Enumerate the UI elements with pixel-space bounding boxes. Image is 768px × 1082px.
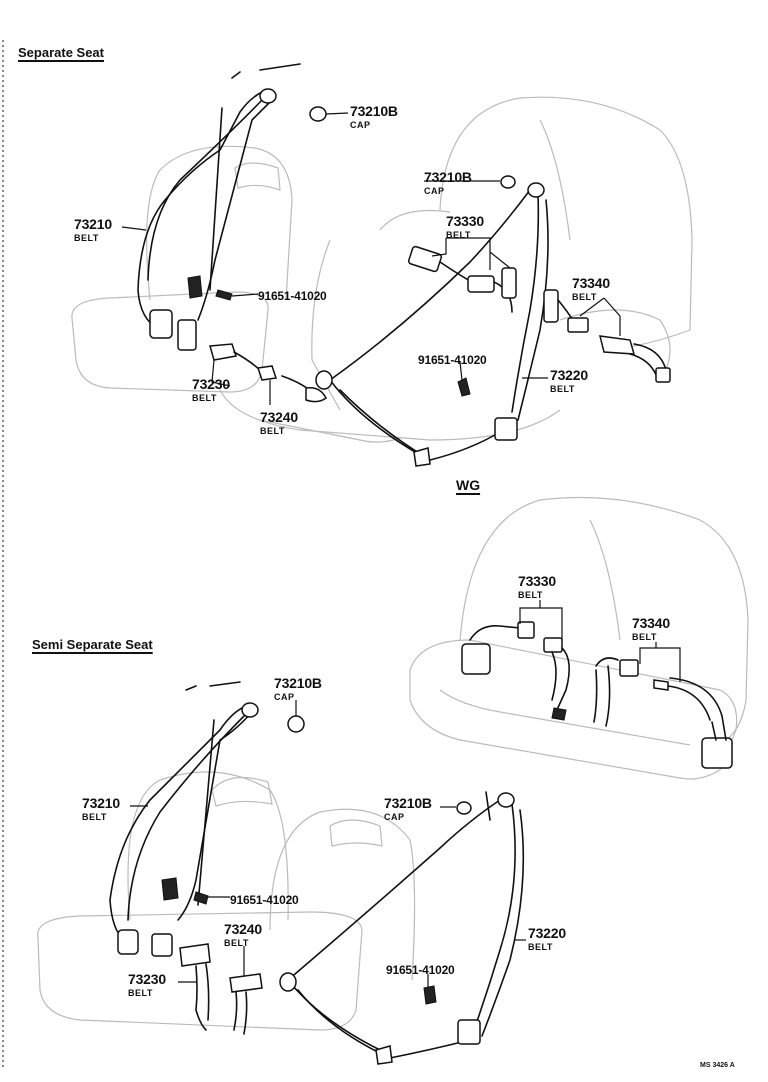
callout-semi-cap-a: 73210B CAP: [274, 676, 322, 702]
part-description: BELT: [192, 393, 217, 403]
part-description: CAP: [350, 120, 371, 130]
semi-separate-seat-illustration: [37, 681, 525, 1065]
leader-lines: [121, 112, 681, 988]
callout-sep-rear-belt: 73220 BELT: [550, 368, 588, 394]
part-number: 73240: [260, 409, 298, 425]
part-number: 91651-41020: [386, 963, 455, 977]
semi-separate-seat-heading: Semi Separate Seat: [32, 637, 153, 652]
callout-semi-bolt-a: 91651-41020: [230, 892, 299, 908]
callout-sep-bolt-b: 91651-41020: [418, 352, 487, 368]
part-number: 73330: [446, 213, 484, 229]
part-description: BELT: [528, 942, 553, 952]
part-description: BELT: [82, 812, 107, 822]
callout-sep-cap-a: 73210B CAP: [350, 104, 398, 130]
callout-sep-front-belt: 73210 BELT: [74, 217, 112, 243]
callout-semi-cap-b: 73210B CAP: [384, 796, 432, 822]
part-number: 73240: [224, 921, 262, 937]
part-number: 73210: [74, 216, 112, 232]
part-number: 73330: [518, 573, 556, 589]
callout-semi-buckle-a: 73230 BELT: [128, 972, 166, 998]
part-number: 73340: [572, 275, 610, 291]
part-number: 91651-41020: [418, 353, 487, 367]
part-description: BELT: [260, 426, 285, 436]
part-description: BELT: [224, 938, 249, 948]
callout-semi-rear-belt: 73220 BELT: [528, 926, 566, 952]
part-number: 73210B: [384, 795, 432, 811]
part-description: CAP: [384, 812, 405, 822]
part-number: 73220: [528, 925, 566, 941]
callout-semi-bolt-b: 91651-41020: [386, 962, 455, 978]
callout-sep-bolt-a: 91651-41020: [258, 288, 327, 304]
part-description: BELT: [572, 292, 597, 302]
callout-semi-buckle-b: 73240 BELT: [224, 922, 262, 948]
callout-sep-buckle-b: 73240 BELT: [260, 410, 298, 436]
callout-sep-rear-side-belt: 73340 BELT: [572, 276, 610, 302]
callout-sep-rear-center-belt: 73330 BELT: [446, 214, 484, 240]
callout-sep-buckle-a: 73230 BELT: [192, 377, 230, 403]
wg-heading: WG: [456, 477, 481, 493]
part-number: 91651-41020: [258, 289, 327, 303]
separate-seat-heading: Separate Seat: [18, 45, 104, 60]
part-number: 73210B: [424, 169, 472, 185]
part-description: CAP: [274, 692, 295, 702]
part-number: 73210B: [350, 103, 398, 119]
callout-wg-side-belt: 73340 BELT: [632, 616, 670, 642]
part-description: BELT: [518, 590, 543, 600]
part-description: BELT: [128, 988, 153, 998]
separate-seat-illustration: [71, 63, 693, 467]
part-description: BELT: [74, 233, 99, 243]
wg-illustration: [409, 496, 749, 780]
part-number: 73210: [82, 795, 120, 811]
callout-semi-front-belt: 73210 BELT: [82, 796, 120, 822]
part-number: 73340: [632, 615, 670, 631]
part-number: 73230: [128, 971, 166, 987]
part-description: BELT: [550, 384, 575, 394]
part-description: CAP: [424, 186, 445, 196]
callout-wg-center-belt: 73330 BELT: [518, 574, 556, 600]
part-number: 73230: [192, 376, 230, 392]
part-number: 73210B: [274, 675, 322, 691]
part-number: 91651-41020: [230, 893, 299, 907]
part-number: 73220: [550, 367, 588, 383]
part-description: BELT: [632, 632, 657, 642]
drawing-code: MS 3426 A: [700, 1062, 735, 1069]
callout-sep-cap-b: 73210B CAP: [424, 170, 472, 196]
part-description: BELT: [446, 230, 471, 240]
